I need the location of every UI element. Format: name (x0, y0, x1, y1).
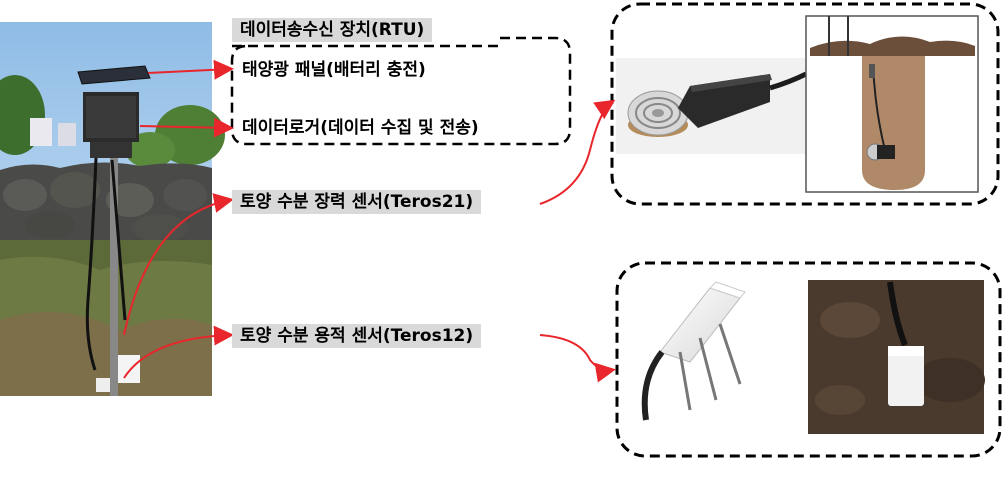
teros12-sensor-image (641, 281, 746, 421)
teros21-sensor-image (616, 58, 808, 154)
teros21-detail-frame (610, 2, 1000, 206)
arrow-teros21-from-photo (123, 193, 234, 336)
arrow-solar (147, 59, 234, 80)
teros21-install-diagram (805, 15, 979, 193)
arrow-teros12-from-photo (123, 325, 234, 379)
arrows (123, 59, 616, 383)
rtu-group-outline (230, 36, 572, 146)
label-datalogger: 데이터로거(데이터 수집 및 전송) (242, 118, 479, 138)
arrow-teros12-detail (539, 334, 616, 383)
label-teros12: 토양 수분 용적 센서(Teros12) (232, 324, 482, 348)
station-photo (0, 22, 225, 396)
label-rtu: 데이터송수신 장치(RTU) (232, 18, 433, 42)
label-teros21: 토양 수분 장력 센서(Teros21) (232, 190, 482, 214)
teros12-field-photo (808, 280, 985, 434)
label-solar-panel: 태양광 패널(배터리 충전) (242, 60, 426, 80)
arrow-datalogger (139, 117, 234, 138)
teros12-detail-frame (615, 261, 1002, 458)
arrow-teros21-detail (539, 99, 616, 205)
